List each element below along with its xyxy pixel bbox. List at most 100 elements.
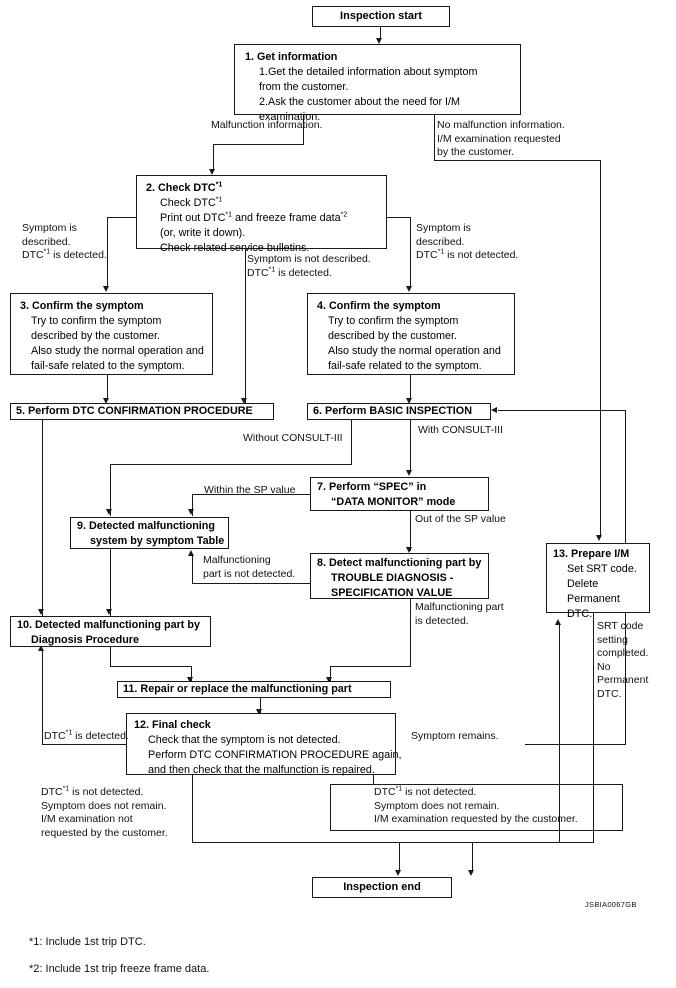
edge-final-to-13-horiz (192, 842, 560, 844)
node-9-detect-system[interactable]: 9. Detected malfunctioning system by sym… (70, 517, 229, 549)
label-within-sp-value: Within the SP value (204, 484, 296, 496)
edge-10-down (110, 645, 112, 667)
edge-right-to-6-horiz (498, 410, 626, 412)
label-symptom-not-described-dtc-detected: Symptom is not described.DTC*1 is detect… (247, 253, 371, 279)
node-6-basic-inspection[interactable]: 6. Perform BASIC INSPECTION (307, 403, 491, 420)
edge-5-down-rail (42, 419, 44, 617)
edge-without-to-9 (110, 464, 112, 516)
node-10-detect-part-procedure[interactable]: 10. Detected malfunctioning part by Diag… (10, 616, 211, 647)
footnote-1: *1: Include 1st trip DTC. (29, 936, 146, 948)
node-7-line-1: “DATA MONITOR” mode (331, 496, 456, 508)
node-inspection-end[interactable]: Inspection end (312, 877, 452, 898)
arrow-12-to-10 (38, 645, 45, 651)
arrow-4-to-6 (406, 398, 413, 404)
node-12-line-3: and then check that the malfunction is r… (148, 764, 375, 776)
label-with-consult: With CONSULT-III (418, 424, 503, 436)
edge-12-left-horiz (42, 744, 126, 746)
edge-7-within-vert (192, 494, 194, 516)
label-dtc-detected: DTC*1 is detected. (44, 729, 129, 743)
node-1-line-3: 2.Ask the customer about the need for I/… (259, 96, 461, 108)
edge-12-bl-vert (192, 775, 194, 843)
node-3-line-3: Also study the normal operation and (31, 345, 204, 357)
node-9-line-1: system by symptom Table (90, 535, 225, 547)
node-13-line-3: Permanent (567, 593, 620, 605)
arrow-within-to-9 (188, 509, 195, 515)
arrow-2-to-3 (103, 286, 110, 292)
edge-4-to-6 (410, 375, 412, 400)
label-final-right-condition: DTC*1 is not detected.Symptom does not r… (374, 785, 578, 826)
node-11-repair-replace[interactable]: 11. Repair or replace the malfunctioning… (117, 681, 391, 698)
arrow-7-to-8 (406, 547, 413, 553)
edge-start-to-1 (380, 26, 382, 39)
arrow-final-to-13 (555, 619, 562, 625)
footnote-2: *2: Include 1st trip freeze frame data. (29, 963, 210, 975)
edge-2-bottom-vert (245, 249, 247, 406)
arrow-rail-to-13 (596, 535, 603, 541)
edge-12-right-horiz (525, 744, 626, 746)
edge-13-down-rail (593, 613, 595, 842)
node-8-detect-part[interactable]: 8. Detect malfunctioning part by TROUBLE… (310, 553, 489, 599)
arrow-2-to-4 (406, 286, 413, 292)
node-13-title: 13. Prepare I/M (553, 548, 630, 560)
node-2-line-1: Check DTC*1 (160, 196, 223, 209)
edge-1-right-horiz (434, 160, 601, 162)
edge-11-to-12 (260, 697, 262, 713)
node-7-perform-spec[interactable]: 7. Perform “SPEC” in “DATA MONITOR” mode (310, 477, 489, 511)
edge-10-to-11-vert (191, 666, 193, 684)
label-final-left-condition: DTC*1 is not detected.Symptom does not r… (41, 785, 168, 839)
node-2-check-dtc[interactable]: 2. Check DTC*1 Check DTC*1 Print out DTC… (136, 175, 387, 254)
label-malfunction-information: Malfunction information. (211, 119, 323, 131)
label-out-of-sp-value: Out of the SP value (415, 513, 506, 525)
node-4-line-3: Also study the normal operation and (328, 345, 501, 357)
node-11-title: 11. Repair or replace the malfunctioning… (123, 683, 352, 695)
node-10-title: 10. Detected malfunctioning part by (17, 619, 200, 631)
edge-6-without-horiz (110, 464, 352, 466)
edge-8-to-11-vert (330, 666, 332, 684)
node-13-prepare-im[interactable]: 13. Prepare I/M Set SRT code. Delete Per… (546, 543, 650, 620)
edge-12-left-vert (42, 651, 44, 745)
edge-12-br-vert (373, 775, 375, 784)
node-3-confirm-symptom[interactable]: 3. Confirm the symptom Try to confirm th… (10, 293, 213, 375)
node-inspection-start[interactable]: Inspection start (312, 6, 450, 27)
node-13-line-2: Delete (567, 578, 599, 590)
node-12-line-1: Check that the symptom is not detected. (148, 734, 341, 746)
node-1-get-information[interactable]: 1. Get information 1.Get the detailed in… (234, 44, 521, 123)
arrow-without-to-9 (106, 509, 113, 515)
node-inspection-start-label: Inspection start (340, 10, 422, 22)
edge-7-to-8 (410, 510, 412, 551)
edge-8-back-horiz (192, 583, 311, 585)
node-1-line-4: examination. (259, 111, 321, 123)
node-5-dtc-confirmation[interactable]: 5. Perform DTC CONFIRMATION PROCEDURE (10, 403, 274, 420)
arrow-11-to-12 (256, 709, 263, 715)
node-4-line-4: fail-safe related to the symptom. (328, 360, 482, 372)
edge-2-right-horiz (387, 217, 411, 219)
edge-13-to-end-vert (472, 842, 474, 872)
figure-code: JSBIA0067GB (585, 900, 637, 909)
arrow-start-to-1 (376, 38, 383, 44)
node-2-line-3: (or, write it down). (160, 227, 246, 239)
label-without-consult: Without CONSULT-III (243, 432, 343, 444)
edge-3-to-5 (107, 375, 109, 400)
label-no-malfunction-information: No malfunction information.I/M examinati… (437, 119, 565, 158)
node-6-title: 6. Perform BASIC INSPECTION (313, 405, 472, 417)
edge-8-down (410, 598, 412, 667)
node-4-title: 4. Confirm the symptom (317, 300, 441, 312)
node-4-line-1: Try to confirm the symptom (328, 315, 459, 327)
edge-6-to-7 (410, 419, 412, 471)
node-3-title: 3. Confirm the symptom (20, 300, 144, 312)
arrow-3-to-5 (103, 398, 110, 404)
arrow-9-to-10 (106, 609, 113, 615)
node-2-line-4: Check related service bulletins. (160, 242, 310, 254)
node-3-line-2: described by the customer. (31, 330, 161, 342)
edge-1-right-stem (434, 115, 436, 161)
arrow-5-to-10 (38, 609, 45, 615)
node-4-confirm-symptom[interactable]: 4. Confirm the symptom Try to confirm th… (307, 293, 515, 375)
node-12-final-check[interactable]: 12. Final check Check that the symptom i… (126, 713, 402, 776)
arrow-back-to-9 (188, 550, 195, 556)
edge-9-to-10 (110, 548, 112, 618)
node-12-line-2: Perform DTC CONFIRMATION PROCEDURE again… (148, 749, 402, 761)
